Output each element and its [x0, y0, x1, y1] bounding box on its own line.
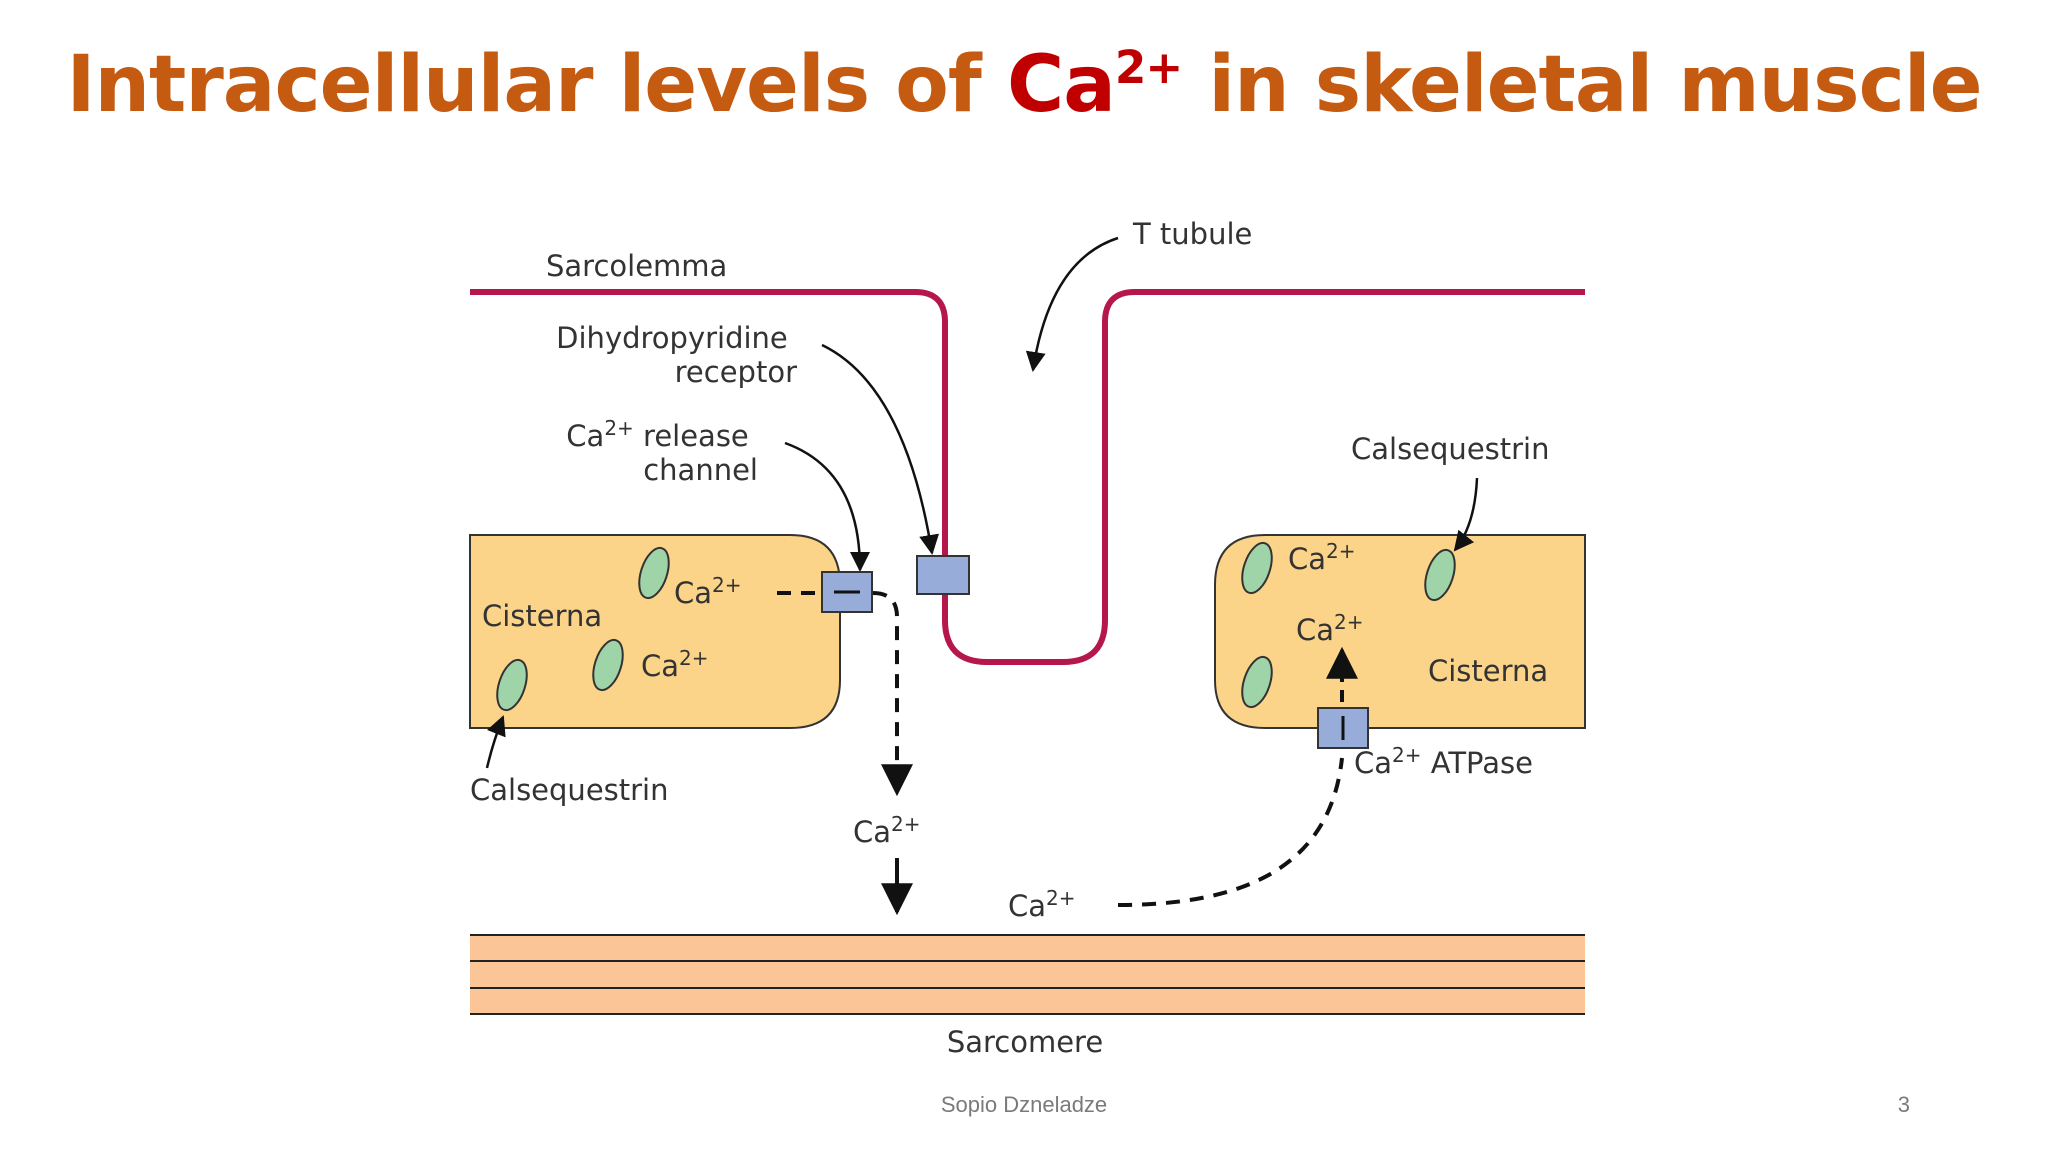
- dihydropyridine-receptor-label: Dihydropyridine receptor: [556, 321, 797, 389]
- calsequestrin-left-pointer: [485, 715, 506, 769]
- cisterna-left-shape: [469, 534, 841, 729]
- cisterna-right-label: Cisterna: [1428, 654, 1548, 688]
- dhp-pointer: [821, 343, 940, 555]
- ca-atpase-box: [1317, 707, 1369, 749]
- cisterna-right-shape: [1214, 534, 1586, 729]
- calsequestrin-right-label: Calsequestrin: [1351, 432, 1550, 466]
- dihydropyridine-receptor-box: [916, 555, 970, 595]
- sarcomere: [470, 934, 1585, 1015]
- ca-ion-label: Ca2+: [1288, 539, 1356, 576]
- t-tubule-pointer: [1025, 236, 1119, 372]
- calsequestrin-right-pointer: [1453, 477, 1479, 552]
- ca-release-channel-box: [821, 571, 873, 613]
- title-ca-base: Ca: [1006, 40, 1116, 130]
- ca-release-channel-label: Ca2+ release channel: [566, 416, 758, 487]
- sarcomere-label: Sarcomere: [947, 1025, 1103, 1059]
- title-prefix: Intracellular levels of: [66, 40, 1007, 130]
- ca-ion-label: Ca2+: [641, 646, 709, 683]
- sarcolemma-membrane: [470, 289, 1585, 665]
- calsequestrin-left-label: Calsequestrin: [470, 773, 669, 807]
- release-channel-pointer: [784, 441, 870, 572]
- calsequestrin-left-2: [592, 638, 624, 692]
- t-tubule-label: T tubule: [1132, 217, 1252, 251]
- ca-ion-label: Ca2+: [1296, 610, 1364, 647]
- release-dashed-arrow: [777, 591, 897, 793]
- ca-ion-label: Ca2+: [674, 573, 742, 610]
- title-ca-superscript: 2+: [1114, 40, 1183, 94]
- slide-title: Intracellular levels of Ca2+ in skeletal…: [0, 40, 2048, 130]
- ca-atpase-label: Ca2+ ATPase: [1354, 743, 1533, 780]
- calsequestrin-right-2: [1424, 548, 1456, 602]
- sarcomere-body: [470, 935, 1585, 1015]
- title-ca: Ca2+: [1006, 40, 1183, 130]
- calsequestrin-right-3: [1241, 655, 1273, 709]
- ca-ion-label: Ca2+: [853, 812, 921, 849]
- footer-author: Sopio Dzneladze: [940, 1092, 1108, 1117]
- cisterna-left-label: Cisterna: [482, 599, 602, 633]
- title-suffix: in skeletal muscle: [1182, 40, 1982, 130]
- page-number: 3: [1897, 1092, 1910, 1117]
- calsequestrin-left-3: [496, 658, 528, 712]
- calsequestrin-right-1: [1241, 541, 1273, 595]
- reuptake-dashed-arrow: [1117, 757, 1344, 907]
- ca-ion-label: Ca2+: [1008, 886, 1076, 923]
- sarcolemma-label: Sarcolemma: [546, 249, 727, 283]
- calsequestrin-left-1: [638, 546, 670, 600]
